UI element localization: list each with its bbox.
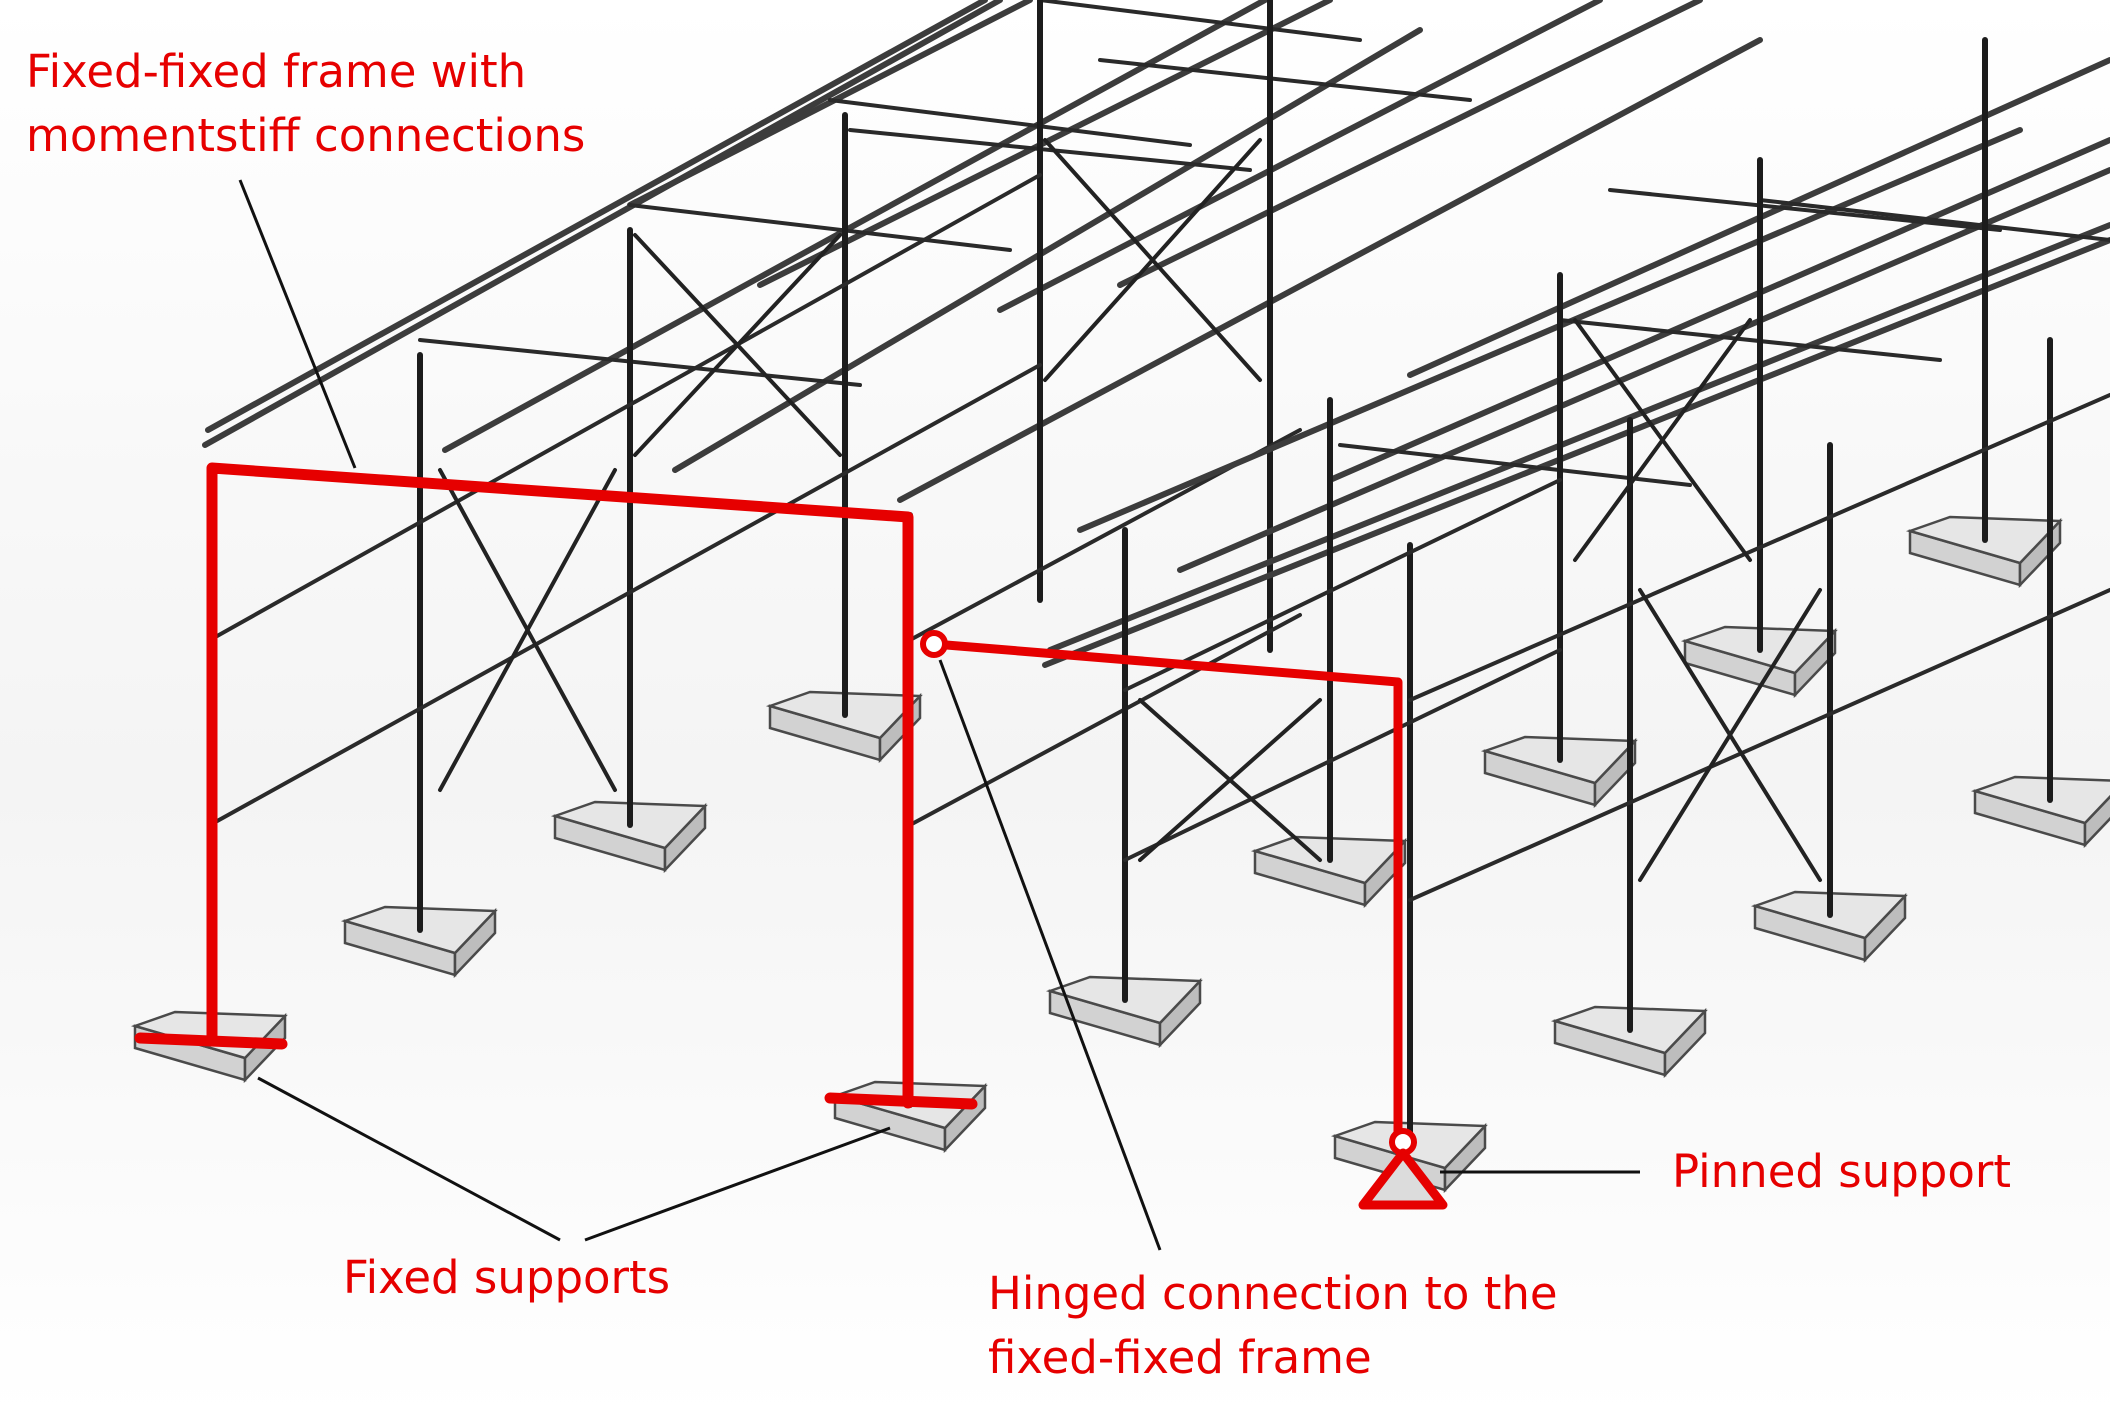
fixed-support-symbol-right (824, 1092, 978, 1110)
right-building-bracing (1138, 318, 1822, 882)
leader-hinged-connection (938, 659, 1162, 1251)
right-building-columns (1122, 37, 2053, 1143)
concrete-footing (1970, 775, 2110, 825)
hinged-frame-outline (929, 639, 1403, 1145)
label-hinged-connection: Hinged connection to the fixed-fixed fra… (988, 1262, 1558, 1390)
label-pinned-support: Pinned support (1672, 1145, 2012, 1198)
right-building-girts (1123, 393, 2110, 902)
leader-moment-frame (238, 179, 357, 469)
leader-fixed-support-left (257, 1076, 561, 1242)
fixed-support-symbol-left (134, 1032, 288, 1050)
label-hinged-connection-line-1: Hinged connection to the (988, 1267, 1558, 1320)
left-building-roof-purlins (202, 0, 1763, 503)
hinge-symbol-frame (920, 630, 948, 658)
moment-frame-outline (206, 462, 914, 1109)
pinned-support-symbol (1358, 1148, 1448, 1210)
label-hinged-connection-line-2: fixed-fixed frame (988, 1331, 1372, 1384)
annotation-overlay (134, 462, 1448, 1210)
leader-fixed-support-right (584, 1126, 891, 1242)
label-moment-frame-line-1: Fixed-fixed frame with (26, 45, 527, 98)
label-fixed-supports: Fixed supports (343, 1251, 671, 1304)
concrete-footing-side (2083, 794, 2110, 849)
left-building-bracing (438, 138, 1262, 792)
leader-lines (238, 179, 1640, 1251)
left-building-rafters (418, 0, 1472, 387)
label-moment-frame: Fixed-fixed frame with momentstiff conne… (26, 40, 585, 168)
label-moment-frame-line-2: momentstiff connections (26, 109, 586, 162)
